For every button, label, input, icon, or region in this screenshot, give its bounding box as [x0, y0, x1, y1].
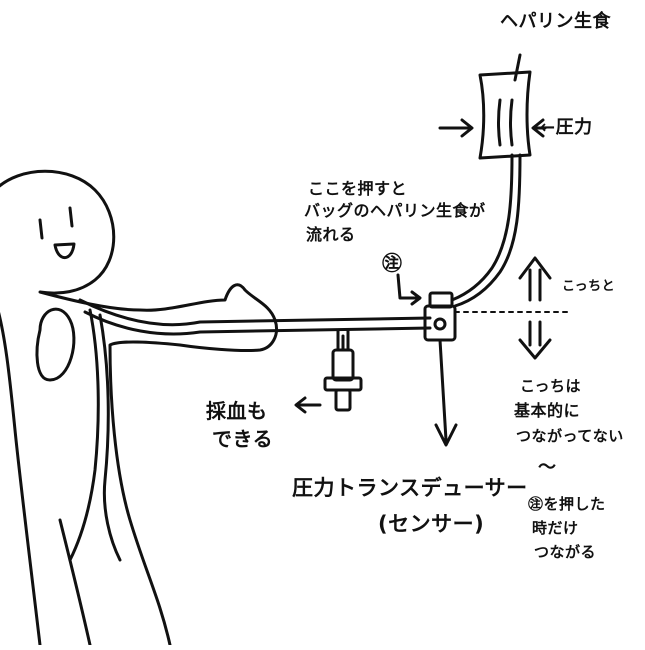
transducer-port [433, 317, 447, 331]
person-left-edge [0, 312, 42, 647]
label-heparin-bag: ヘパリン生食 [500, 11, 611, 32]
down-arrow [434, 338, 458, 447]
blood-arrow [294, 396, 322, 414]
label-press-connect-1: ㊟を押した [528, 495, 606, 513]
syringe-body [331, 348, 355, 382]
bag-line-1 [497, 98, 502, 147]
person-eye-left [38, 218, 44, 240]
arterial-line-inner [83, 310, 432, 336]
label-asterisk: ㊟ [382, 251, 403, 275]
tjunction-stem [336, 328, 350, 352]
heparin-bag [478, 70, 532, 160]
arterial-line-outer [78, 298, 432, 327]
syringe-tip [334, 388, 352, 412]
person-mouth [53, 242, 76, 260]
label-blood-sampling-2: できる [212, 427, 274, 451]
label-this-side-not-1: こっちは [520, 377, 581, 395]
label-this-side-not-3: つながってない [516, 427, 624, 445]
asterisk-pointer [396, 273, 422, 306]
person-outline [0, 169, 278, 647]
label-press-here-2: バッグのヘパリン生食が [304, 201, 486, 220]
transducer-block [423, 304, 457, 342]
arm-vessel-2 [98, 313, 122, 562]
label-press-connect-2: 時だけ [532, 519, 579, 537]
label-press-connect-3: つながる [534, 543, 597, 561]
label-pressure: ←圧力 [540, 117, 593, 138]
label-tilde: 〜 [538, 457, 557, 478]
label-press-here-3: 流れる [306, 225, 356, 244]
bag-tube-inner [453, 153, 522, 308]
bag-label-pointer [513, 53, 522, 82]
person-arm-crease [35, 307, 76, 382]
label-transducer-1: 圧力トランスデューサー [292, 476, 528, 500]
label-this-side-and: こっちと [562, 279, 616, 294]
person-inner-leg [58, 518, 92, 647]
up-arrow [518, 256, 552, 302]
label-press-here-1: ここを押すと [308, 179, 408, 198]
label-blood-sampling-1: 採血も [206, 399, 268, 423]
pressure-arrow-left [438, 118, 474, 138]
down-double-arrow [518, 320, 552, 360]
person-eye-right [68, 206, 74, 228]
pressure-arrow-right [531, 118, 547, 138]
label-this-side-not-2: 基本的に [514, 401, 581, 420]
bag-line-2 [509, 98, 514, 147]
label-transducer-2: (センサー) [378, 512, 485, 536]
bag-tube-outer [450, 153, 514, 302]
arm-vessel-1 [68, 308, 100, 562]
